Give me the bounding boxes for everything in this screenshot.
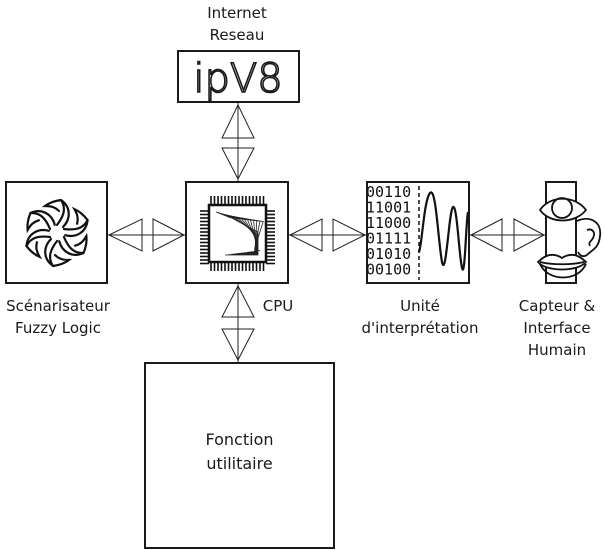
microchip-icon xyxy=(200,196,275,271)
arrow-cpu-interpreter xyxy=(288,218,367,252)
chip-trace xyxy=(218,212,258,255)
utility-node xyxy=(144,362,335,549)
arrow-cpu-utility xyxy=(221,284,255,362)
arrow-interpreter-human xyxy=(469,218,546,252)
binary-row: 00100 xyxy=(366,261,411,279)
human-interface-label: Capteur & Interface Humain xyxy=(518,297,596,359)
utility-label: Fonction utilitaire xyxy=(205,430,274,473)
scenarizer-label: Scénarisateur Fuzzy Logic xyxy=(6,297,110,337)
network-label: Internet Reseau xyxy=(207,4,267,44)
binary-row: 01010 xyxy=(366,245,411,263)
binary-row: 11000 xyxy=(366,214,411,232)
eye-ear-mouth-icon xyxy=(536,197,602,279)
network-node xyxy=(177,50,300,103)
interpreter-node xyxy=(366,181,470,284)
binary-row: 01111 xyxy=(366,230,411,248)
spiral-blades-icon xyxy=(21,198,93,268)
ipv8-logo: ipV8 xyxy=(193,56,282,102)
binary-row: 00110 xyxy=(366,183,411,201)
binary-row: 11001 xyxy=(366,199,411,217)
chip-trace xyxy=(229,217,264,252)
interpreter-label: Unité d'interprétation xyxy=(361,297,479,337)
cpu-label: CPU xyxy=(262,297,294,315)
scenarizer-node xyxy=(5,181,108,284)
arrow-network-cpu xyxy=(221,103,255,181)
arrow-scenarizer-cpu xyxy=(107,218,186,252)
